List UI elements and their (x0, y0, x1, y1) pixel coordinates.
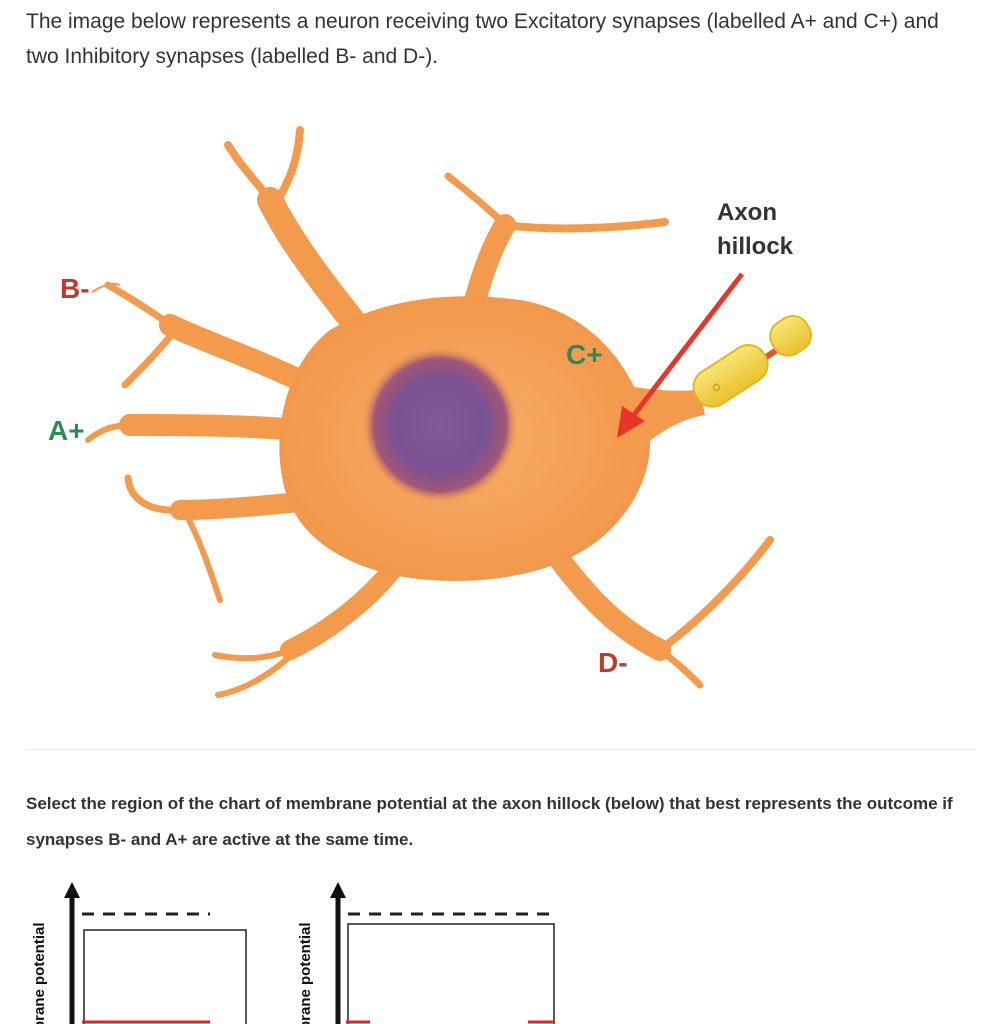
chart-1-ylabel: brane potential (31, 922, 48, 1024)
neuron-diagram: B- A+ C+ D- Axon hillock (0, 100, 1006, 740)
chart-2-region[interactable] (347, 923, 555, 1024)
question-text: Select the region of the chart of membra… (26, 794, 953, 849)
axon (692, 314, 812, 408)
membrane-potential-chart-2[interactable]: brane potential (280, 880, 580, 1024)
axon-hillock-region (600, 380, 705, 470)
label-c-plus: C+ (566, 339, 603, 370)
intro-text: The image below represents a neuron rece… (26, 10, 939, 68)
chart-2-ylabel: brane potential (297, 922, 314, 1024)
chart-1-region[interactable] (83, 929, 247, 1024)
label-a-plus: A+ (48, 415, 85, 446)
membrane-potential-chart-1[interactable]: brane potential (0, 880, 300, 1024)
label-b-minus: B- (60, 273, 90, 304)
section-divider (26, 749, 976, 750)
label-axon: Axon (717, 199, 777, 226)
label-d-minus: D- (598, 647, 628, 678)
label-hillock: hillock (717, 233, 794, 260)
axon-hillock-arrow (628, 272, 744, 422)
